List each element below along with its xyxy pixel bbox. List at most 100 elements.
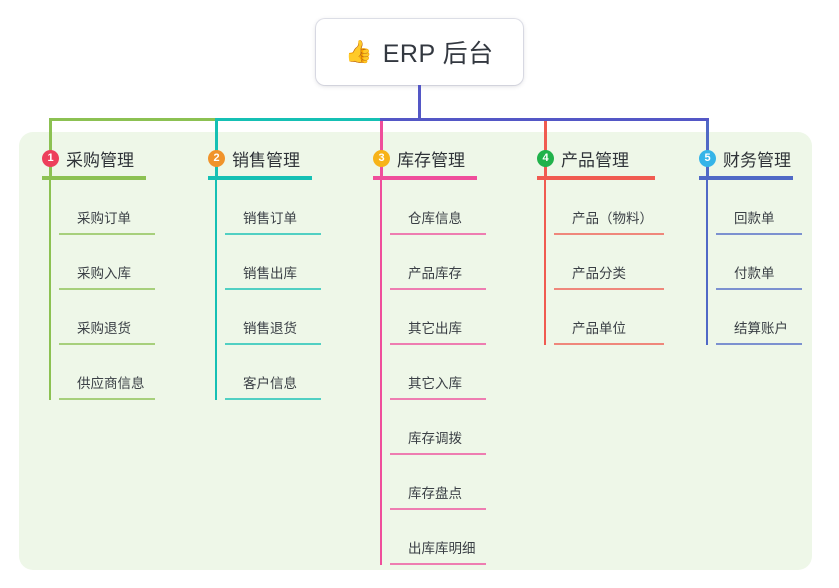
branch-item[interactable]: 结算账户 [716,290,819,345]
branch-title: 采购管理 [66,150,134,170]
branch-item-label: 供应商信息 [77,376,145,391]
branch-item-label: 客户信息 [243,376,297,391]
branch-item-label: 库存调拨 [408,431,462,446]
branch-item[interactable]: 回款单 [716,180,819,235]
branch-drop-connector-4 [544,118,547,178]
branch-underline [208,176,312,180]
branch-item-underline [716,288,802,290]
branch-header-3[interactable]: 3 库存管理 [373,146,523,170]
branch-item[interactable]: 供应商信息 [59,345,192,400]
branch-items: 回款单付款单结算账户 [699,180,819,345]
branch-spine [215,180,217,400]
branch-number-badge: 1 [42,149,59,167]
branch-item-underline [225,398,321,400]
branch-item[interactable]: 付款单 [716,235,819,290]
branch-item-label: 仓库信息 [408,211,462,226]
branch-item-label: 回款单 [734,211,775,226]
branch-header-4[interactable]: 4 产品管理 [537,146,687,170]
branch-item[interactable]: 产品分类 [554,235,687,290]
bus-bar-segment [215,118,383,121]
branch-item-underline [390,343,486,345]
branch-underline [373,176,477,180]
branch-item-underline [59,343,155,345]
branch-item-label: 其它入库 [408,376,462,391]
branch-item[interactable]: 产品单位 [554,290,687,345]
branch-item[interactable]: 出库库明细 [390,510,523,565]
branch-item-underline [59,398,155,400]
branch-item-underline [59,233,155,235]
branch-item-underline [390,563,486,565]
bus-bar-segment [49,118,218,121]
branch-item[interactable]: 库存盘点 [390,455,523,510]
branch-item-label: 销售订单 [243,211,297,226]
diagram-panel [19,132,812,570]
branch-item-label: 结算账户 [734,321,788,336]
branch-item-label: 销售出库 [243,266,297,281]
branch-drop-connector-1 [49,118,52,178]
branch-item[interactable]: 库存调拨 [390,400,523,455]
branch-underline [537,176,655,180]
branch-item-underline [390,233,486,235]
branch-drop-connector-3 [380,118,383,178]
branch-item-underline [225,343,321,345]
branch-item-underline [716,343,802,345]
branch-item[interactable]: 产品（物料） [554,180,687,235]
branch-column-5: 5 财务管理回款单付款单结算账户 [699,146,819,345]
branch-item-underline [554,343,664,345]
branch-item-underline [59,288,155,290]
branch-column-4: 4 产品管理产品（物料） 产品分类产品单位 [537,146,687,345]
branch-items: 仓库信息产品库存其它出库其它入库库存调拨库存盘点出库库明细 [373,180,523,565]
branch-item[interactable]: 采购入库 [59,235,192,290]
branch-item-label: 其它出库 [408,321,462,336]
branch-drop-connector-2 [215,118,218,178]
branch-item-underline [225,233,321,235]
thumbs-up-icon: 👍 [345,39,373,64]
branch-item[interactable]: 其它出库 [390,290,523,345]
branch-item[interactable]: 采购订单 [59,180,192,235]
bus-bar-segment [544,118,709,121]
branch-items: 产品（物料） 产品分类产品单位 [537,180,687,345]
branch-item[interactable]: 其它入库 [390,345,523,400]
bus-bar-segment [380,118,547,121]
branch-spine [544,180,546,345]
branch-item-label: 产品库存 [408,266,462,281]
branch-item[interactable]: 客户信息 [225,345,358,400]
branch-item-underline [716,233,802,235]
branch-item[interactable]: 仓库信息 [390,180,523,235]
branch-spine [380,180,382,565]
root-title: ERP 后台 [382,40,494,68]
branch-item-label: 采购入库 [77,266,131,281]
branch-title: 财务管理 [723,150,791,170]
branch-item-label: 付款单 [734,266,775,281]
branch-item[interactable]: 销售订单 [225,180,358,235]
branch-item[interactable]: 产品库存 [390,235,523,290]
branch-underline [699,176,793,180]
branch-spine [49,180,51,400]
branch-item-underline [554,233,664,235]
branch-header-5[interactable]: 5 财务管理 [699,146,819,170]
branch-number-badge: 2 [208,149,225,167]
branch-item-underline [390,453,486,455]
branch-header-1[interactable]: 1 采购管理 [42,146,192,170]
branch-number-badge: 3 [373,149,390,167]
branch-number-badge: 5 [699,149,716,167]
root-stem-connector [418,85,421,120]
branch-title: 库存管理 [397,150,465,170]
branch-item-underline [390,288,486,290]
branch-item-label: 出库库明细 [408,541,476,556]
branch-item[interactable]: 销售出库 [225,235,358,290]
branch-item-label: 采购订单 [77,211,131,226]
branch-items: 销售订单销售出库销售退货客户信息 [208,180,358,400]
branch-item-label: 产品（物料） [572,211,653,226]
branch-item-label: 产品单位 [572,321,626,336]
branch-item[interactable]: 销售退货 [225,290,358,345]
branch-number-badge: 4 [537,149,554,167]
branch-item-label: 采购退货 [77,321,131,336]
branch-drop-connector-5 [706,118,709,178]
branch-item[interactable]: 采购退货 [59,290,192,345]
branch-title: 产品管理 [561,150,629,170]
branch-items: 采购订单采购入库采购退货供应商信息 [42,180,192,400]
root-node[interactable]: 👍 ERP 后台 [316,19,523,85]
